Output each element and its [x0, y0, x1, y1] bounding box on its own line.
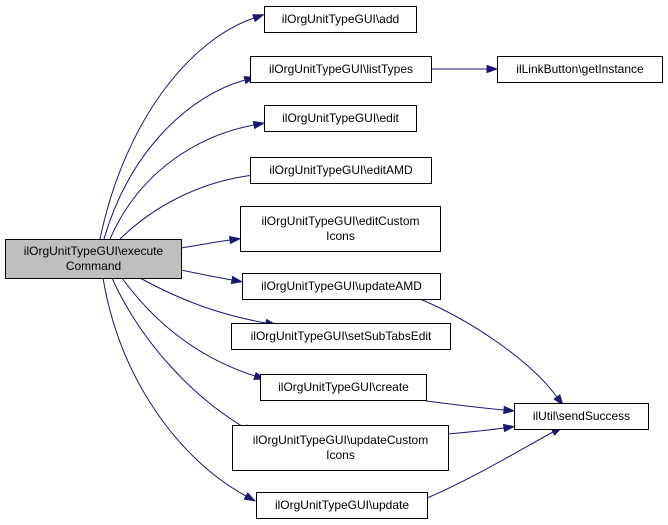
node-box [250, 157, 432, 184]
arrowhead [252, 14, 265, 23]
edge-execute-command-to-edit [109, 120, 266, 240]
node-label: ilOrgUnitTypeGUI\edit [282, 111, 399, 125]
node-list-types[interactable]: ilOrgUnitTypeGUI\listTypes [250, 56, 432, 83]
node-label: ilOrgUnitTypeGUI\add [282, 12, 399, 26]
edge-execute-command-to-update-custom-icons [111, 277, 255, 434]
node-util-send-success[interactable]: ilUtil\sendSuccess [514, 403, 649, 430]
node-box [5, 239, 182, 279]
node-set-sub-tabs-edit[interactable]: ilOrgUnitTypeGUI\setSubTabsEdit [231, 323, 451, 350]
node-box [231, 323, 451, 350]
call-nodes: ilOrgUnitTypeGUI\executeCommandilOrgUnit… [5, 6, 663, 519]
arrowhead [486, 64, 499, 74]
edge-execute-command-to-update-amd [180, 269, 244, 285]
arrowhead [553, 394, 564, 407]
edge-execute-command-to-edit-custom-icons [180, 235, 242, 249]
node-label: ilUtil\sendSuccess [533, 409, 630, 423]
arrowhead [228, 235, 242, 245]
node-label: Icons [326, 229, 355, 243]
node-label: ilOrgUnitTypeGUI\updateCustom [253, 433, 428, 447]
node-add[interactable]: ilOrgUnitTypeGUI\add [264, 6, 417, 33]
node-update-amd[interactable]: ilOrgUnitTypeGUI\updateAMD [242, 273, 441, 300]
node-label: Icons [326, 448, 355, 462]
node-box [240, 206, 441, 252]
node-edit-amd[interactable]: ilOrgUnitTypeGUI\editAMD [250, 157, 432, 184]
edge-line [99, 17, 255, 240]
node-label: ilOrgUnitTypeGUI\listTypes [269, 62, 413, 76]
node-label: ilOrgUnitTypeGUI\create [278, 380, 409, 394]
node-box [250, 56, 432, 83]
edge-line [102, 277, 247, 497]
edge-execute-command-to-list-types [103, 76, 257, 240]
edge-line [180, 269, 233, 281]
node-label: ilLinkButton\getInstance [516, 62, 644, 76]
edge-line [425, 400, 505, 411]
edge-line [119, 174, 255, 240]
edge-execute-command-to-add [99, 14, 265, 240]
node-box [264, 6, 417, 33]
node-box [232, 425, 449, 471]
node-edit[interactable]: ilOrgUnitTypeGUI\edit [264, 105, 417, 132]
node-box [514, 403, 649, 430]
edge-line [180, 239, 231, 249]
node-create[interactable]: ilOrgUnitTypeGUI\create [260, 374, 427, 401]
node-label: ilOrgUnitTypeGUI\editAMD [269, 163, 413, 177]
node-box [264, 105, 417, 132]
node-box [242, 273, 441, 300]
node-update[interactable]: ilOrgUnitTypeGUI\update [256, 492, 428, 519]
node-link-button-get-instance[interactable]: ilLinkButton\getInstance [497, 56, 663, 83]
node-box [497, 56, 663, 83]
node-box [256, 492, 428, 519]
arrowhead [252, 120, 266, 130]
edge-list-types-to-link-button-get-instance [431, 64, 499, 74]
node-label: ilOrgUnitTypeGUI\updateAMD [261, 279, 422, 293]
edge-line [139, 277, 267, 324]
node-label: Command [66, 259, 121, 273]
node-label: ilOrgUnitTypeGUI\update [275, 498, 409, 512]
arrowhead [243, 492, 257, 502]
edge-line [426, 431, 554, 499]
node-label: ilOrgUnitTypeGUI\editCustom [261, 214, 419, 228]
edge-execute-command-to-update [102, 277, 257, 502]
arrowhead [503, 405, 516, 415]
edge-update-amd-to-util-send-success [419, 298, 564, 407]
edge-line [111, 277, 246, 429]
node-label: ilOrgUnitTypeGUI\execute [24, 244, 164, 258]
edge-line [447, 427, 505, 435]
edge-line [121, 277, 256, 377]
edge-create-to-util-send-success [425, 400, 516, 415]
edge-line [419, 298, 558, 398]
arrowhead [230, 275, 244, 285]
arrowhead [502, 423, 516, 433]
edge-line [109, 124, 255, 240]
edge-update-custom-icons-to-util-send-success [447, 423, 516, 435]
node-label: ilOrgUnitTypeGUI\setSubTabsEdit [251, 329, 432, 343]
node-box [260, 374, 427, 401]
edge-line [103, 79, 246, 240]
